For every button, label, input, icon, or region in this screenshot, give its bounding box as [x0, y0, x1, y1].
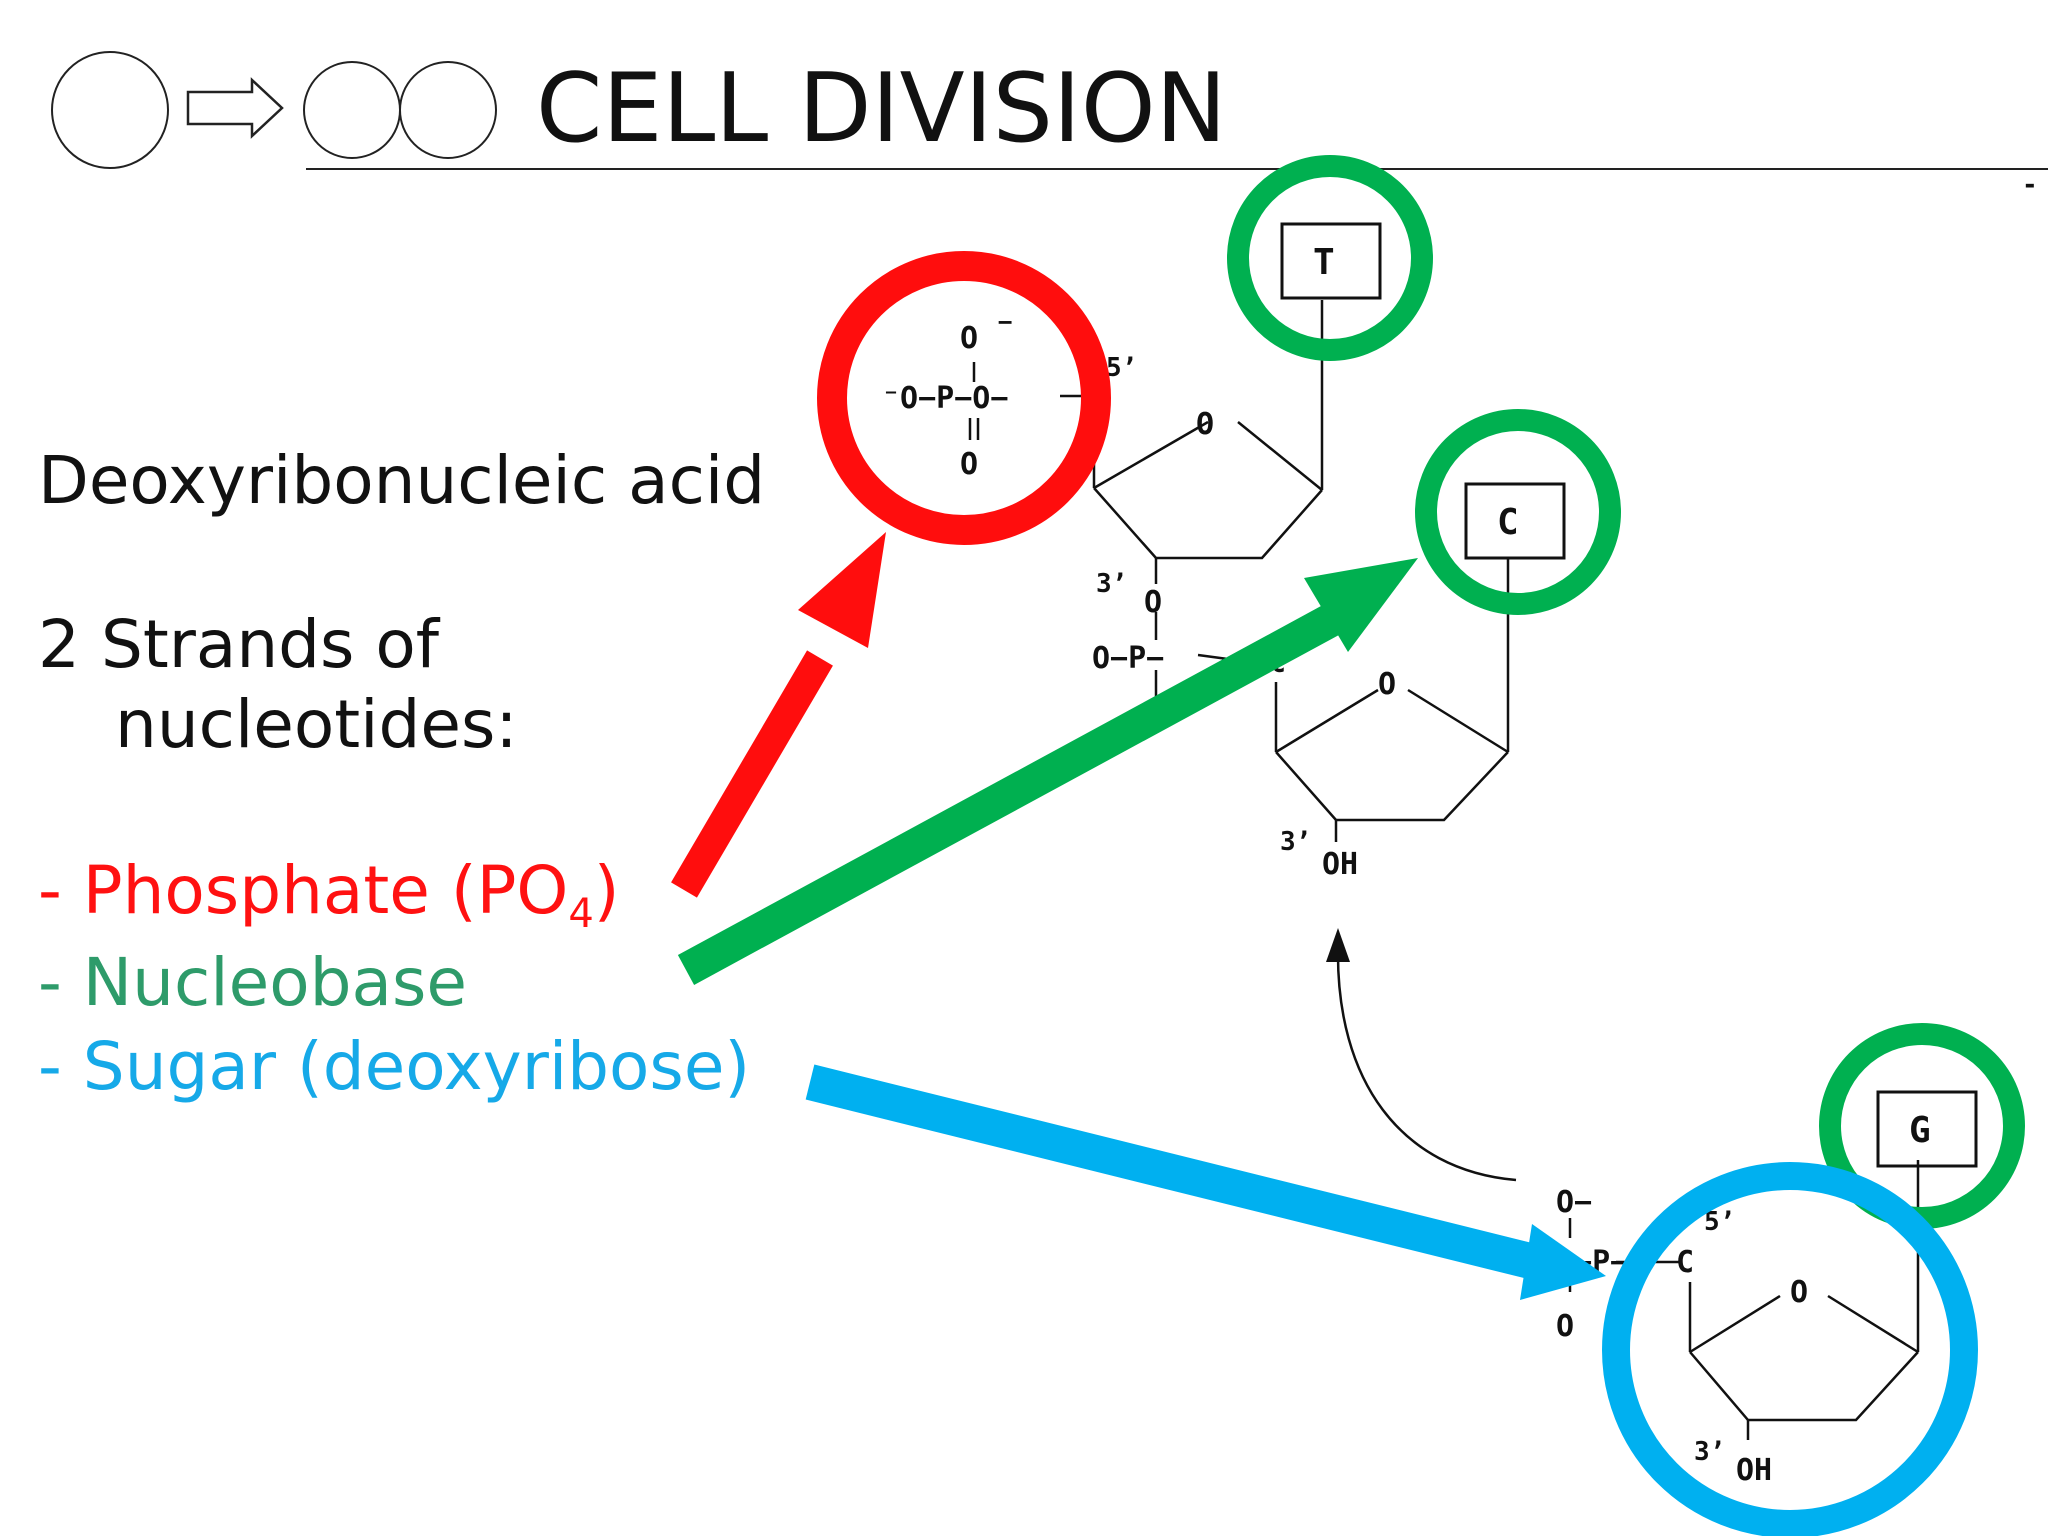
arrow-right-icon — [186, 77, 284, 139]
title-underline — [306, 168, 2048, 170]
corner-dash: - — [2022, 170, 2038, 200]
svg-text:−: − — [998, 308, 1012, 336]
arrow-up-icon — [1326, 928, 1350, 962]
svg-text:OH: OH — [1322, 847, 1358, 882]
cell-division-icon — [51, 51, 497, 169]
svg-text:C: C — [1676, 1245, 1694, 1280]
base-t-label: T — [1313, 242, 1335, 283]
phosphate-arrow — [671, 532, 886, 898]
svg-text:O−P−: O−P− — [1092, 641, 1164, 676]
sugar-arrow — [805, 1064, 1606, 1300]
list-item-nucleobase: - Nucleobase — [38, 944, 467, 1021]
svg-text:O: O — [1144, 585, 1162, 620]
svg-text:5’: 5’ — [1106, 353, 1137, 383]
nucleobase-arrow — [677, 558, 1418, 985]
svg-text:O: O — [1556, 1309, 1574, 1344]
base-c-label: C — [1497, 502, 1519, 543]
strands-label: 2 Strands of — [38, 606, 440, 683]
nucleotides-label: nucleotides: — [115, 686, 518, 763]
svg-text:O: O — [1196, 407, 1214, 442]
svg-text:O: O — [960, 447, 978, 482]
svg-text:3’: 3’ — [1694, 1437, 1725, 1467]
page-title: CELL DIVISION — [536, 54, 1227, 164]
nucleobase-highlight-circle-t — [1227, 155, 1433, 361]
svg-text:3’: 3’ — [1096, 569, 1127, 599]
base-g-label: G — [1909, 1110, 1931, 1151]
svg-text:O−: O− — [1556, 1185, 1592, 1220]
list-item-sugar: - Sugar (deoxyribose) — [38, 1028, 751, 1105]
svg-text:⁻O−P−O−: ⁻O−P−O− — [882, 381, 1008, 416]
title-icons — [0, 0, 520, 184]
phosphate-highlight-circle — [817, 251, 1111, 545]
svg-text:O: O — [1790, 1275, 1808, 1310]
svg-text:3’: 3’ — [1280, 827, 1311, 857]
dna-label: Deoxyribonucleic acid — [38, 442, 766, 519]
list-item-phosphate: - Phosphate (PO4) — [38, 852, 620, 937]
sugar-highlight-circle — [1602, 1162, 1978, 1536]
svg-text:O: O — [1378, 667, 1396, 702]
svg-text:OH: OH — [1736, 1453, 1772, 1488]
svg-text:5’: 5’ — [1704, 1207, 1735, 1237]
nucleobase-highlight-circle-c — [1415, 409, 1621, 615]
svg-text:O: O — [960, 321, 978, 356]
